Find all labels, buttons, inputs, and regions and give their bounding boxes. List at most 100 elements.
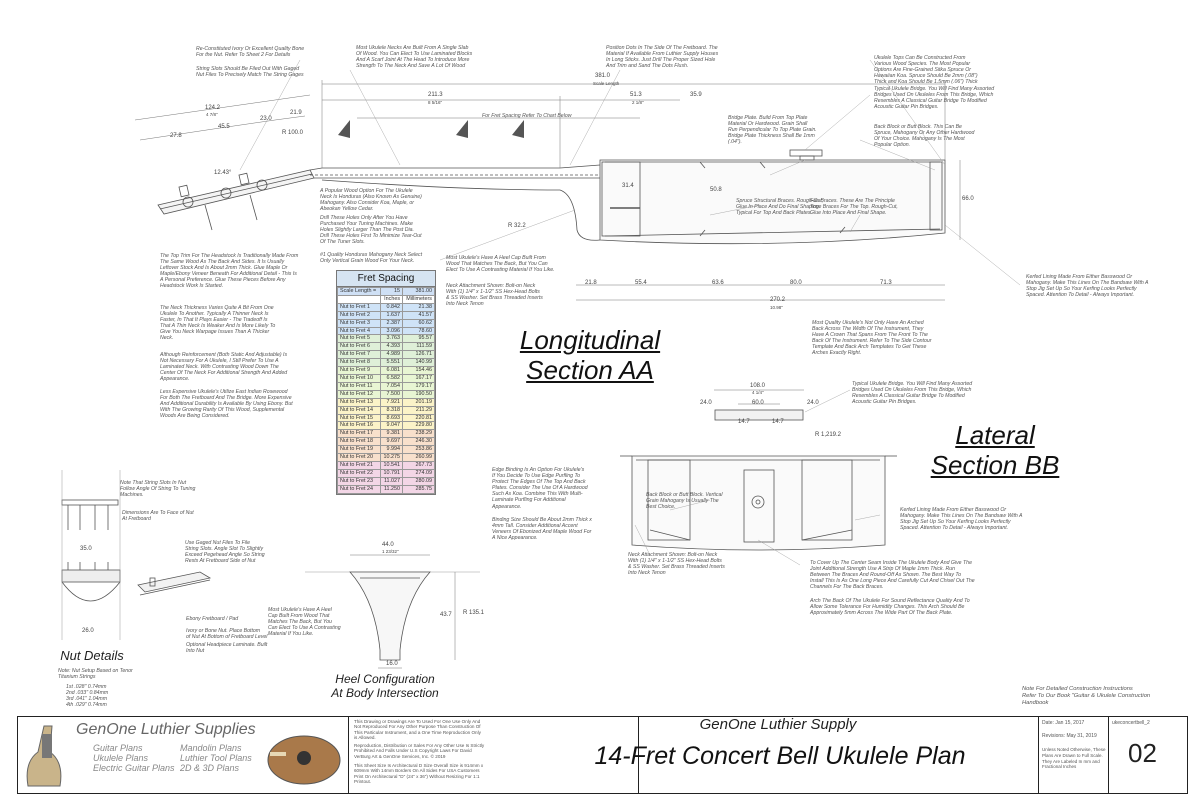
fret-cell-mm: 167.17 xyxy=(402,373,435,383)
fret-cell-label: Nut to Fret 10 xyxy=(337,373,381,383)
title-heel-line1: Heel Configuration xyxy=(335,672,435,686)
supply-name: GenOne Luthier Supply xyxy=(699,716,857,733)
legal-use: This Drawing or Drawings Are To Used For… xyxy=(354,719,481,741)
dim-51: 51.3 xyxy=(630,92,642,98)
dim-270-in: 10.98" xyxy=(770,305,783,310)
fret-cell-label: Nut to Fret 1 xyxy=(337,302,381,312)
note-neck-attach: Neck Attachment Shown: Bolt-on Neck With… xyxy=(446,283,543,308)
note-heel-cap: Most Ukulele's Have A Heel Cap Built Fro… xyxy=(446,255,555,274)
fret-cell-label: Nut to Fret 3 xyxy=(337,318,381,328)
dim-21-9: 21.9 xyxy=(290,110,302,116)
fret-cell-in: 11.027 xyxy=(379,476,404,486)
legal-sheet-size: This Sheet Size Is Architectural D Size … xyxy=(354,763,484,785)
fret-cell-label: Nut to Fret 18 xyxy=(337,437,381,447)
fret-cell-label: Nut to Fret 7 xyxy=(337,350,381,360)
plan-title: 14-Fret Concert Bell Ukulele Plan xyxy=(594,742,966,770)
nut-detail-drawings xyxy=(61,470,212,640)
fret-cell-mm: 246.30 xyxy=(402,437,435,447)
note-string-slots: String Slots Should Be Filed Out With Ga… xyxy=(196,66,304,79)
note-arched: Most Quality Ukulele's Not Only Have An … xyxy=(812,320,932,357)
dim-211-in: 8 5/16" xyxy=(428,100,443,105)
note-reinforcement: Although Reinforcement (Both Static And … xyxy=(160,352,288,383)
legal-cell: This Drawing or Drawings Are To Used For… xyxy=(348,717,639,793)
company-name: GenOne Luthier Supplies xyxy=(76,721,256,738)
fret-cell-label: Nut to Fret 2 xyxy=(337,310,381,320)
fret-cell-label: Nut to Fret 17 xyxy=(337,429,381,439)
title-longitudinal-line1: Longitudinal xyxy=(519,325,661,355)
note-nut-files: Use Gaged Nut Files To File String Slots… xyxy=(185,540,265,565)
dim-50-8: 50.8 xyxy=(710,187,722,193)
dim-45: 45.5 xyxy=(218,124,230,130)
dim-r135: R 135.1 xyxy=(463,610,485,616)
body-long-section xyxy=(599,149,946,245)
note-ivory: Ivory or Bone Nut. Place Bottom of Nut A… xyxy=(186,628,268,641)
fret-cell-in: 3.763 xyxy=(379,334,404,344)
fret-cell-label: Nut to Fret 12 xyxy=(337,389,381,399)
date-label: Date: Jan 15, 2017 xyxy=(1042,720,1085,726)
fret-cell-mm: 280.09 xyxy=(402,476,435,486)
dim-24-left: 24.0 xyxy=(700,400,712,406)
note-quality-mahogany: #1 Quality Honduras Mahogany Neck Select… xyxy=(320,252,423,265)
heel-drawing xyxy=(305,554,480,669)
fret-cell-mm: 41.57 xyxy=(402,310,435,320)
fret-cell-label: Nut to Fret 5 xyxy=(337,334,381,344)
plan-mandolin: Mandolin Plans xyxy=(180,743,242,753)
company-cell: GenOne Luthier Supplies Guitar Plans Uku… xyxy=(18,717,349,793)
fret-cell-in: 4.393 xyxy=(379,342,404,352)
fret-col-in: Inches xyxy=(379,294,404,304)
fret-cell-in: 6.582 xyxy=(379,373,404,383)
fret-cell-in: 7.500 xyxy=(379,389,404,399)
fret-cell-mm: 253.86 xyxy=(402,445,435,455)
note-rosewood: Less Expensive Ukulele's Utilize East In… xyxy=(160,389,293,420)
fret-cell-in: 10.791 xyxy=(379,468,404,478)
fret-cell-label: Nut to Fret 4 xyxy=(337,326,381,336)
dim-23: 23.0 xyxy=(260,116,272,122)
fret-cell-label: Nut to Fret 8 xyxy=(337,358,381,368)
note-nut-setup: Note: Nut Setup Based on Tenor Titanium … xyxy=(58,668,133,681)
dim-124: 124.2 xyxy=(205,105,221,111)
fret-cell-label: Nut to Fret 16 xyxy=(337,421,381,431)
fret-cell-label: Nut to Fret 9 xyxy=(337,366,381,375)
fret-cell-label: Nut to Fret 11 xyxy=(337,381,381,391)
fret-cell-label: Nut to Fret 22 xyxy=(337,468,381,478)
fret-cell-in: 9.381 xyxy=(379,429,404,439)
title-lateral: Lateral Section BB xyxy=(910,420,1080,480)
note-strings: 1st .028" 0.74mm 2nd .033" 0.84mm 3rd .0… xyxy=(66,684,109,709)
fret-cell-label: Nut to Fret 13 xyxy=(337,397,381,407)
dim-14-7-a: 14.7 xyxy=(738,419,750,425)
ukulele-photo-icon xyxy=(267,735,341,785)
fret-cell-mm: 274.09 xyxy=(402,468,435,478)
dim-44-in: 1 23/32" xyxy=(382,549,399,554)
title-heel-line2: At Body Intersection xyxy=(331,686,439,700)
fret-cell-mm: 238.29 xyxy=(402,429,435,439)
fret-cell-mm: 78.60 xyxy=(402,326,435,336)
dim-14-7-b: 14.7 xyxy=(772,419,784,425)
note-fret-ref: For Fret Spacing Refer To Chart Below xyxy=(482,113,572,119)
fret-cell-in: 4.989 xyxy=(379,350,404,360)
fret-cell-label: Nut to Fret 20 xyxy=(337,453,381,462)
plan-tools: Luthier Tool Plans xyxy=(180,753,252,763)
note-binding: Edge Binding Is An Option For Ukulele's … xyxy=(492,467,588,510)
dim-71-3: 71.3 xyxy=(880,280,892,286)
dim-35: 35.9 xyxy=(690,92,702,98)
fret-col-mm: Millimeters xyxy=(402,294,435,304)
dim-27-8: 27.8 xyxy=(170,133,182,139)
fret-cell-in: 9.994 xyxy=(379,445,404,455)
fret-cell-in: 7.054 xyxy=(379,381,404,391)
body-lateral-section xyxy=(620,389,897,551)
